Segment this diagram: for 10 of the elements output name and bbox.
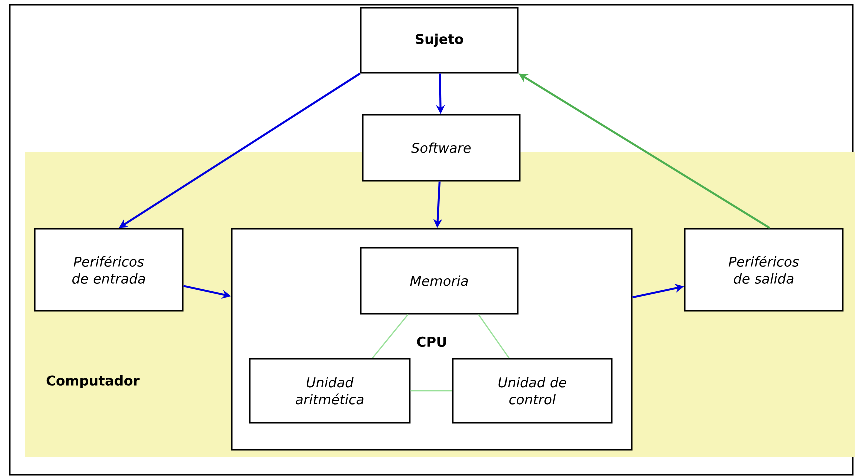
process-box: Unidad aritmética [249, 358, 411, 424]
process-box: Sujeto [360, 7, 519, 74]
connector-line [410, 390, 452, 392]
process-box: Periféricos de entrada [34, 228, 184, 312]
process-box: Periféricos de salida [684, 228, 844, 312]
connector-line [372, 314, 409, 359]
process-box: Software [362, 114, 521, 182]
process-box: Memoria [360, 247, 519, 315]
process-box: Unidad de control [452, 358, 613, 424]
connector-line [478, 314, 510, 359]
